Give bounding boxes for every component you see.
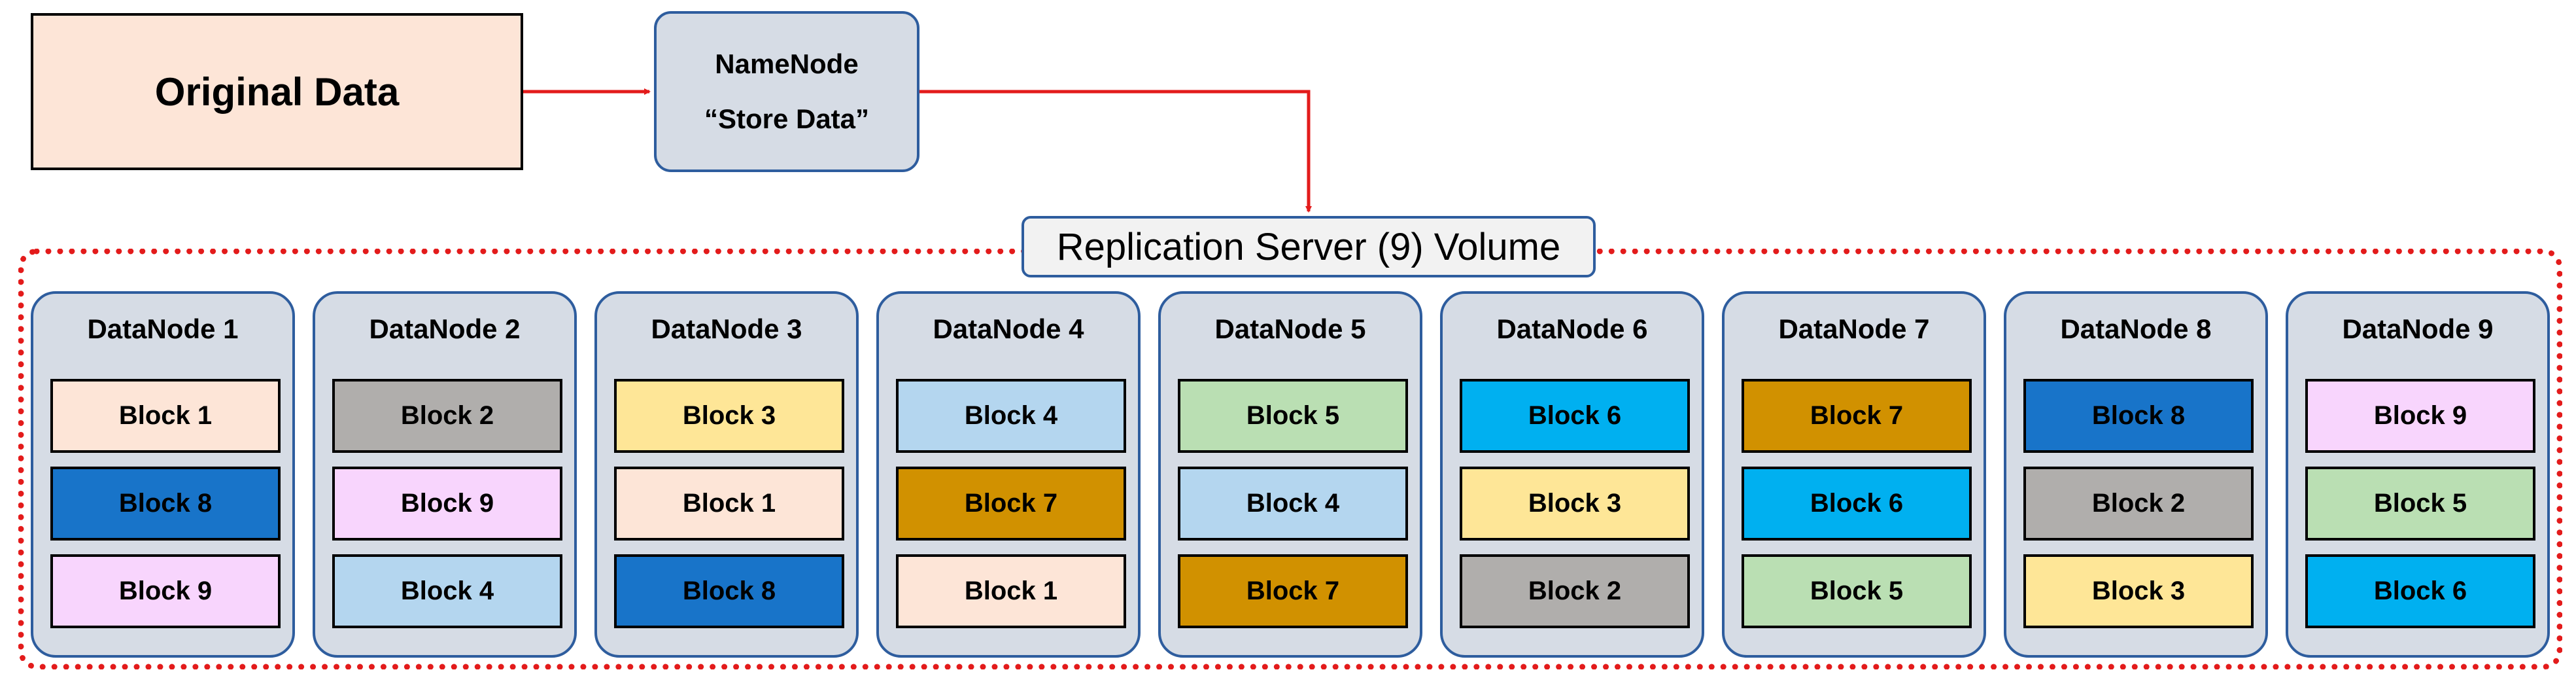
block-cell: Block 2 <box>332 379 562 453</box>
block-cell: Block 7 <box>1742 379 1972 453</box>
datanode-8: DataNode 8 Block 8 Block 2 Block 3 <box>2004 291 2268 658</box>
block-cell: Block 4 <box>1178 467 1408 541</box>
namenode-title: NameNode <box>715 48 859 80</box>
block-cell: Block 8 <box>2023 379 2254 453</box>
block-cell: Block 9 <box>50 554 281 628</box>
datanode-title: DataNode 6 <box>1496 313 1648 344</box>
datanode-title: DataNode 4 <box>933 313 1084 344</box>
block-cell: Block 6 <box>2305 554 2535 628</box>
block-cell: Block 5 <box>1178 379 1408 453</box>
block-cell: Block 2 <box>2023 467 2254 541</box>
block-cell: Block 5 <box>1742 554 1972 628</box>
datanode-3: DataNode 3 Block 3 Block 1 Block 8 <box>594 291 859 658</box>
namenode-box: NameNode “Store Data” <box>654 11 919 172</box>
datanode-title: DataNode 3 <box>651 313 802 344</box>
block-cell: Block 9 <box>2305 379 2535 453</box>
replication-volume-label: Replication Server (9) Volume <box>1022 216 1596 277</box>
arrow-namenode-to-replication <box>919 90 1312 213</box>
datanode-1: DataNode 1 Block 1 Block 8 Block 9 <box>31 291 295 658</box>
block-cell: Block 6 <box>1460 379 1690 453</box>
block-cell: Block 4 <box>332 554 562 628</box>
original-data-box: Original Data <box>31 13 523 170</box>
datanode-title: DataNode 1 <box>87 313 239 344</box>
block-cell: Block 8 <box>614 554 844 628</box>
datanode-title: DataNode 7 <box>1778 313 1930 344</box>
block-cell: Block 4 <box>896 379 1126 453</box>
block-cell: Block 1 <box>614 467 844 541</box>
block-cell: Block 7 <box>1178 554 1408 628</box>
datanode-title: DataNode 9 <box>2342 313 2494 344</box>
datanode-title: DataNode 5 <box>1214 313 1366 344</box>
block-cell: Block 1 <box>896 554 1126 628</box>
block-cell: Block 5 <box>2305 467 2535 541</box>
datanode-6: DataNode 6 Block 6 Block 3 Block 2 <box>1440 291 1704 658</box>
datanode-title: DataNode 8 <box>2060 313 2212 344</box>
datanode-title: DataNode 2 <box>369 313 521 344</box>
datanode-2: DataNode 2 Block 2 Block 9 Block 4 <box>313 291 577 658</box>
replication-volume-text: Replication Server (9) Volume <box>1056 225 1561 268</box>
block-cell: Block 2 <box>1460 554 1690 628</box>
datanode-4: DataNode 4 Block 4 Block 7 Block 1 <box>876 291 1141 658</box>
datanode-5: DataNode 5 Block 5 Block 4 Block 7 <box>1158 291 1422 658</box>
datanode-9: DataNode 9 Block 9 Block 5 Block 6 <box>2286 291 2550 658</box>
namenode-action: “Store Data” <box>704 103 870 134</box>
block-cell: Block 8 <box>50 467 281 541</box>
block-cell: Block 3 <box>2023 554 2254 628</box>
block-cell: Block 7 <box>896 467 1126 541</box>
block-cell: Block 3 <box>1460 467 1690 541</box>
original-data-label: Original Data <box>154 69 400 114</box>
block-cell: Block 9 <box>332 467 562 541</box>
datanode-7: DataNode 7 Block 7 Block 6 Block 5 <box>1722 291 1986 658</box>
block-cell: Block 3 <box>614 379 844 453</box>
block-cell: Block 6 <box>1742 467 1972 541</box>
block-cell: Block 1 <box>50 379 281 453</box>
